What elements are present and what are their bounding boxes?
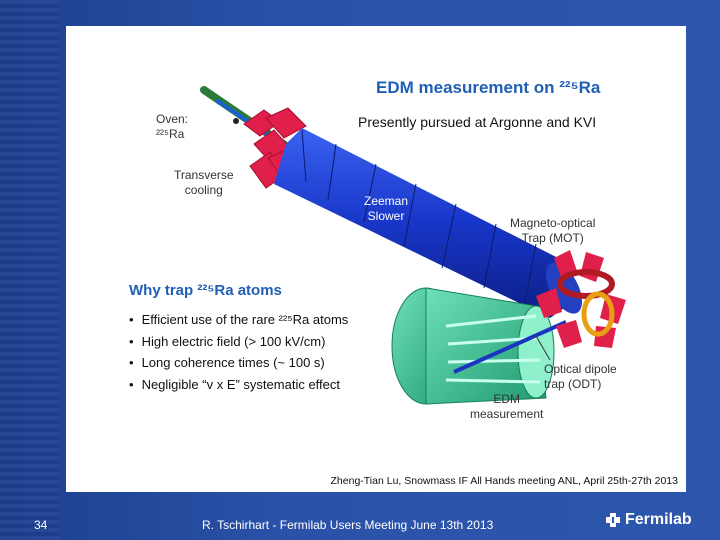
apparatus-diagram	[200, 86, 626, 405]
bullet-item: Negligible “v x E” systematic effect	[129, 374, 348, 396]
credit-line: Zheng-Tian Lu, Snowmass IF All Hands mee…	[330, 475, 678, 487]
slide-panel: EDM measurement on ²²⁵Ra Presently pursu…	[66, 26, 686, 492]
page-number: 34	[34, 518, 48, 532]
edm-measurement-label: EDM measurement	[470, 392, 544, 421]
mot-assembly	[536, 250, 626, 348]
bullet-item: Efficient use of the rare ²²⁵Ra atoms	[129, 309, 349, 331]
oven-label: Oven: ²²⁵Ra	[156, 112, 189, 141]
why-trap-heading: Why trap ²²⁵Ra atoms	[129, 282, 282, 299]
slide-subtitle: Presently pursued at Argonne and KVI	[358, 114, 597, 130]
slide-title: EDM measurement on ²²⁵Ra	[376, 78, 601, 97]
odt-label: Optical dipole trap (ODT)	[544, 362, 617, 391]
bullet-item: High electric field (> 100 kV/cm)	[129, 331, 348, 353]
fermilab-logo-icon	[606, 513, 620, 527]
background-stripes	[0, 0, 60, 540]
zeeman-slower-label: Zeeman Slower	[364, 194, 409, 223]
zeeman-slower	[274, 128, 583, 318]
transverse-cooling-label: Transverse cooling	[174, 168, 234, 197]
fermilab-logo: Fermilab	[604, 511, 692, 529]
bullet-list: Efficient use of the rare ²²⁵Ra atoms Hi…	[129, 309, 349, 396]
bullet-item: Long coherence times (~ 100 s)	[129, 352, 348, 374]
edm-chamber	[391, 287, 567, 405]
odt-pointer	[535, 335, 551, 361]
fermilab-brand-name: Fermilab	[625, 511, 692, 528]
mot-label: Magneto-optical Trap (MOT)	[510, 216, 596, 245]
footer-text: R. Tschirhart - Fermilab Users Meeting J…	[202, 518, 494, 532]
